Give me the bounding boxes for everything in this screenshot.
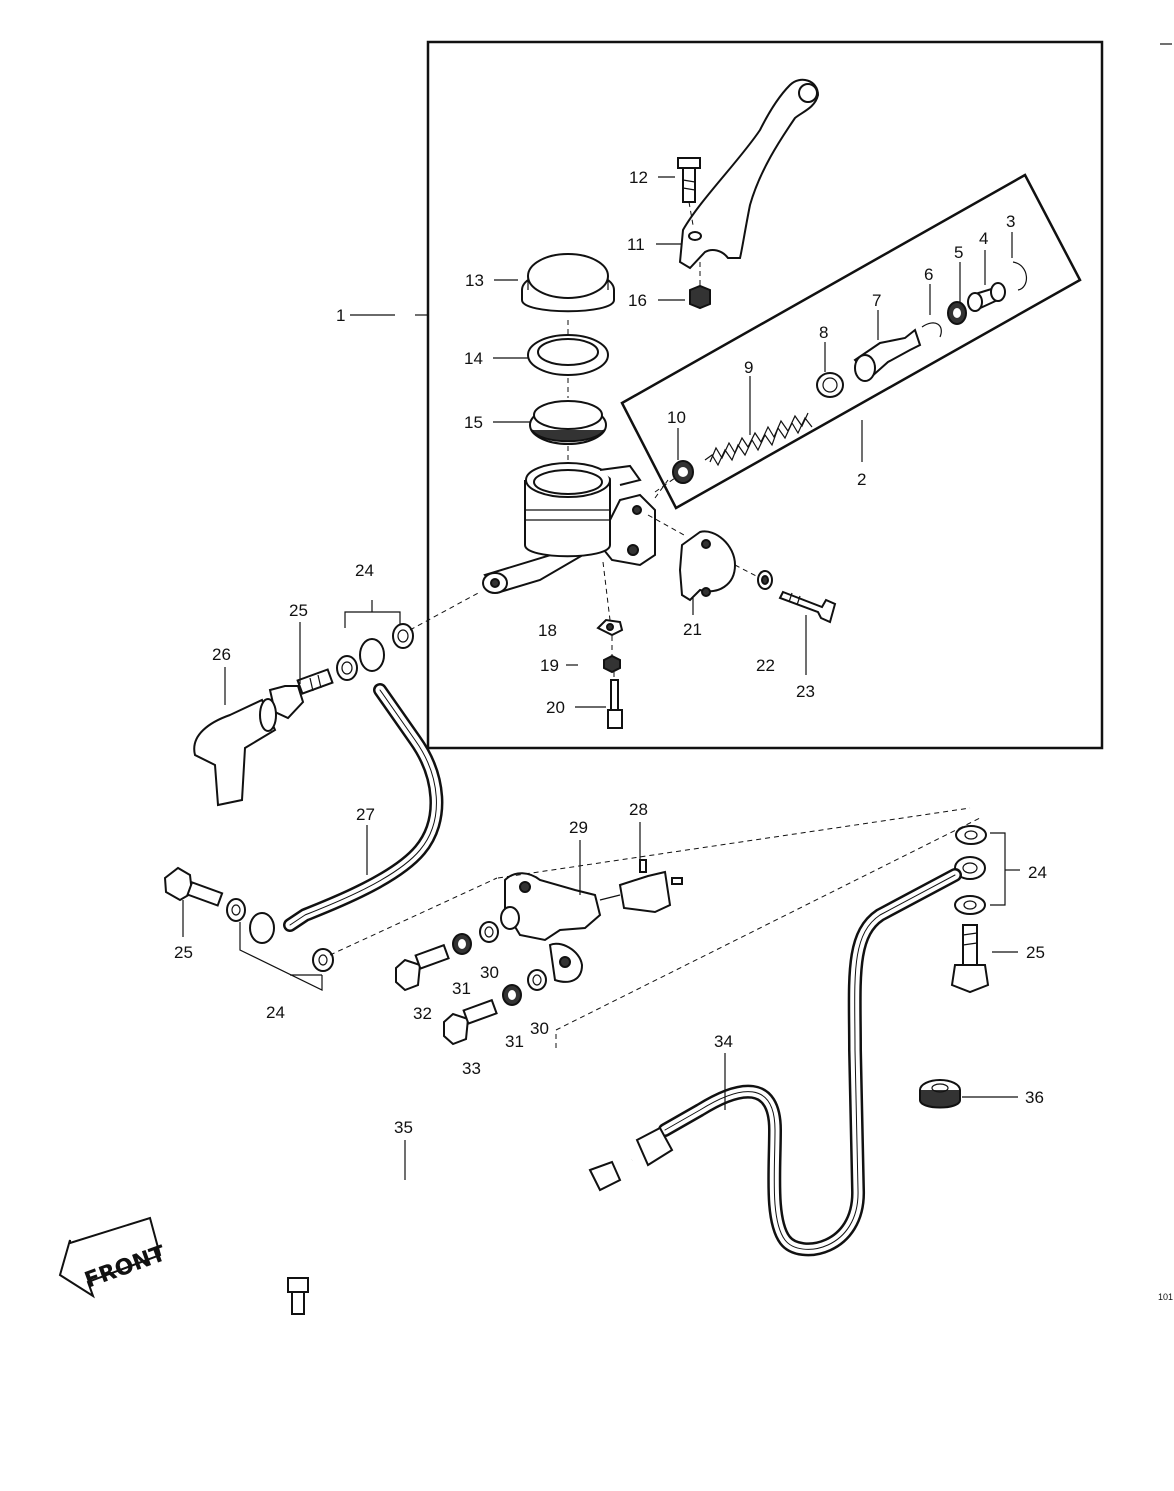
label-13: 13: [465, 271, 484, 290]
lower-left-washers: [226, 877, 498, 972]
reservoir-cap: [521, 253, 615, 313]
bleeder-washer: [596, 561, 624, 637]
master-cylinder-body: [482, 462, 656, 594]
label-15: 15: [464, 413, 483, 432]
corner-code: 101: [1158, 1292, 1173, 1302]
label-16: 16: [628, 291, 647, 310]
piston-kit-parts: [654, 261, 1027, 493]
label-27: 27: [356, 805, 375, 824]
front-arrow: FRONT: [58, 1216, 169, 1299]
label-30-lower: 30: [530, 1019, 549, 1038]
label-3: 3: [1006, 212, 1015, 231]
lever-nut: [689, 262, 711, 310]
bleeder-nut: [603, 636, 621, 674]
clamp-bolt: [778, 590, 837, 624]
label-19: 19: [540, 656, 559, 675]
label-36: 36: [1025, 1088, 1044, 1107]
upper-brake-hose: [249, 638, 444, 944]
joint-washers: [452, 921, 547, 1006]
label-5: 5: [954, 243, 963, 262]
label-34: 34: [714, 1032, 733, 1051]
cap-plate: [527, 320, 609, 376]
label-25-upper: 25: [289, 601, 308, 620]
connection-lines: [497, 807, 981, 1048]
diaphragm: [529, 378, 607, 462]
bracket-lines: [239, 600, 1020, 991]
label-21: 21: [683, 620, 702, 639]
handlebar-clamp: [678, 530, 737, 602]
brake-pipe: [287, 1148, 633, 1315]
label-18: 18: [538, 621, 557, 640]
label-8: 8: [819, 323, 828, 342]
label-23: 23: [796, 682, 815, 701]
main-brake-hose: [635, 868, 962, 1257]
right-banjo-parts: [950, 825, 990, 994]
piston-kit-box: [620, 173, 1082, 510]
master-cylinder-assembly-box: [415, 40, 1104, 750]
label-10: 10: [667, 408, 686, 427]
label-12: 12: [629, 168, 648, 187]
brake-light-switch: [599, 859, 683, 914]
pivot-bolt: [677, 157, 701, 226]
label-7: 7: [872, 291, 881, 310]
label-2: 2: [857, 470, 866, 489]
label-33: 33: [462, 1059, 481, 1078]
brake-lever: [678, 78, 820, 270]
label-14: 14: [464, 349, 483, 368]
label-24-upper: 24: [355, 561, 374, 580]
label-28: 28: [629, 800, 648, 819]
label-1: 1: [336, 306, 345, 325]
label-29: 29: [569, 818, 588, 837]
label-4: 4: [979, 229, 988, 248]
label-32: 32: [413, 1004, 432, 1023]
label-31-upper: 31: [452, 979, 471, 998]
label-25-right: 25: [1026, 943, 1045, 962]
upper-washers: [336, 591, 481, 681]
joint-bolt-upper: [395, 943, 450, 992]
brake-joint: [500, 872, 602, 983]
label-26: 26: [212, 645, 231, 664]
lower-left-banjo-bolt: [163, 866, 224, 907]
label-11: 11: [627, 235, 645, 254]
label-30-upper: 30: [480, 963, 499, 982]
label-35: 35: [394, 1118, 413, 1137]
part-labels: 1 2 3 4 5 6 7 8 9 10 11 12 13 14 15 16 1…: [174, 168, 1173, 1302]
label-22: 22: [756, 656, 775, 675]
label-9: 9: [744, 358, 753, 377]
label-31-lower: 31: [505, 1032, 524, 1051]
bleeder-screw: [607, 672, 623, 729]
label-20: 20: [546, 698, 565, 717]
leader-lines: [182, 176, 1018, 1180]
upper-banjo-bolt: [268, 668, 334, 720]
grommet: [919, 1079, 961, 1109]
label-24-lower: 24: [266, 1003, 285, 1022]
joint-bolt-lower: [443, 998, 498, 1046]
banjo-boot: [193, 698, 277, 807]
label-24-right: 24: [1028, 863, 1047, 882]
clamp-washer: [757, 570, 773, 590]
label-6: 6: [924, 265, 933, 284]
label-25-lower: 25: [174, 943, 193, 962]
